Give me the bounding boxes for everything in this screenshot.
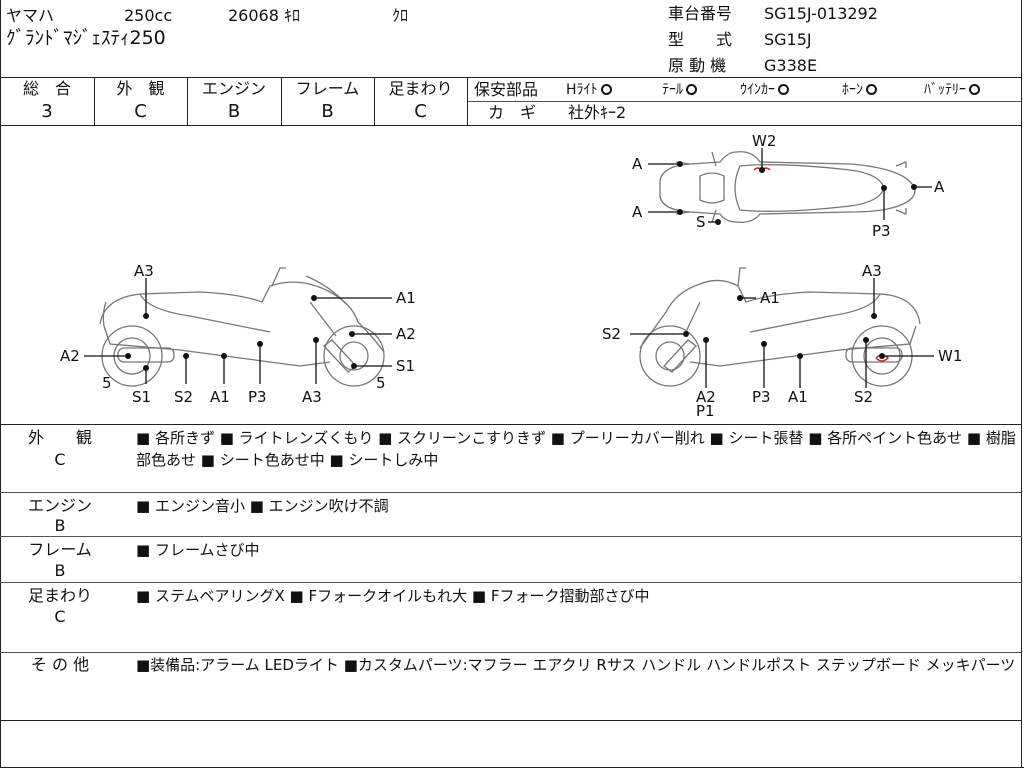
ok-mark-icon [686,83,697,95]
left-label-a3-top: A3 [134,262,154,280]
notes-divider [0,536,1022,537]
right-label-a2: A2 [696,388,716,406]
model-type-label: 型 式 [668,30,733,49]
displacement: 250cc [124,6,173,25]
notes-divider [0,492,1022,493]
frame-right-border [1021,0,1022,768]
ok-mark-icon [600,83,612,95]
left-label-a3-bottom: A3 [302,388,322,406]
grade-engine-value: B [227,101,241,122]
right-label-w1: W1 [938,347,962,365]
frame-number-value: SG15J-013292 [764,4,878,23]
damage-diagram: A A W2 A S P3 [60,132,962,420]
left-label-s2: S2 [174,388,193,406]
key-label: カ ギ [488,103,537,122]
grade-col-divider [187,77,188,125]
note-frame-grade: B [54,561,66,580]
model-name: ｸﾞﾗﾝﾄﾞﾏｼﾞｪｽﾃｨ250 [6,27,166,49]
note-suspension-text: ■ ステムベアリングX ■ Fフォークオイルもれ大 ■ Fフォーク摺動部さび中 [136,587,650,605]
grade-overall-label: 総 合 [22,79,71,98]
note-frame-title: フレーム [28,540,92,559]
right-label-p1: P1 [696,402,715,420]
ok-mark-icon [866,83,877,95]
grade-col-divider [374,77,375,125]
grade-table-bottom-line [0,125,1022,126]
left-label-a2-left: A2 [60,347,80,365]
engine-code-label: 原 動 機 [668,56,727,75]
note-engine-title: エンジン [27,496,92,515]
note-exterior-text: ■ 各所きず ■ ライトレンズくもり ■ スクリーンこすりきず ■ プーリーカバ… [136,429,1016,469]
grade-col-divider [94,77,95,125]
frame-number-label: 車台番号 [668,4,733,23]
note-other-text: ■装備品:アラーム LEDライト ■カスタムパーツ:マフラー エアクリ Rサス … [136,656,1016,674]
left-label-5-left: 5 [102,374,112,392]
model-type-value: SG15J [764,30,812,49]
right-label-a1-top: A1 [760,289,780,307]
top-label-w2: W2 [752,132,776,150]
safety-parts-title: 保安部品 [474,80,539,99]
safety-item-horn: ﾎｰﾝ [842,80,877,100]
color: ｸﾛ [392,6,409,25]
notes-bottom-line [0,720,1022,721]
top-label-a-front-right: A [632,203,643,221]
diagram-bottom-line [0,424,1022,425]
note-exterior-grade: C [54,450,66,469]
right-label-s2-bottom: S2 [854,388,873,406]
safety-key-divider [468,101,1021,102]
grade-col-divider [281,77,282,125]
left-label-s1-right: S1 [396,357,415,375]
grade-frame-label: フレーム [295,79,360,98]
note-frame-text: ■ フレームさび中 [136,541,260,559]
left-label-a1-bottom: A1 [210,388,230,406]
left-label-p3: P3 [248,388,267,406]
grade-exterior-label: 外 観 [116,79,165,98]
note-engine-text: ■ エンジン音小 ■ エンジン吹け不調 [136,497,389,515]
grade-suspension-value: C [414,101,427,122]
grade-overall-value: 3 [41,101,53,122]
ok-mark-icon [778,83,789,95]
grade-frame-value: B [321,101,334,122]
top-label-a-front-left: A [632,155,643,173]
left-label-a1: A1 [396,289,416,307]
top-view-sketch [659,151,916,223]
top-label-s: S [696,213,706,231]
note-engine-grade: B [54,516,66,535]
grade-suspension-label: 足まわり [388,79,453,98]
right-label-a1-bottom: A1 [788,388,808,406]
safety-item-winker: ｳｲﾝｶｰ [740,80,789,100]
note-exterior-title: 外 観 [27,428,92,447]
notes-divider [0,652,1022,653]
note-suspension-grade: C [54,607,66,626]
grade-engine-label: エンジン [201,79,266,98]
top-label-p3: P3 [872,222,891,240]
left-side-sketch [99,267,385,387]
safety-item-headlight: Hﾗｲﾄ [566,80,612,100]
right-label-p3: P3 [752,388,771,406]
frame-left-border [0,0,1,768]
notes-divider [0,582,1022,583]
grade-table-top-line [0,77,1022,78]
grade-col-divider [467,77,468,125]
right-side-sketch [639,267,921,387]
ok-mark-icon [969,83,980,95]
safety-item-taillight: ﾃｰﾙ [662,80,697,100]
left-label-a2-right: A2 [396,325,416,343]
left-label-5-right: 5 [376,374,386,392]
left-label-s1-bottom: S1 [132,388,151,406]
maker: ヤマハ [6,6,55,25]
mileage: 26068 ｷﾛ [228,6,300,25]
key-value: 社外ｷｰ2 [568,103,627,122]
engine-code-value: G338E [764,56,818,75]
right-label-a3: A3 [862,262,882,280]
safety-item-battery: ﾊﾞｯﾃﾘｰ [924,80,980,100]
top-label-a-rear: A [934,178,945,196]
right-label-s2-left: S2 [602,325,621,343]
note-suspension-title: 足まわり [27,586,92,605]
note-other-title: そ の 他 [30,655,90,674]
grade-exterior-value: C [134,101,147,122]
